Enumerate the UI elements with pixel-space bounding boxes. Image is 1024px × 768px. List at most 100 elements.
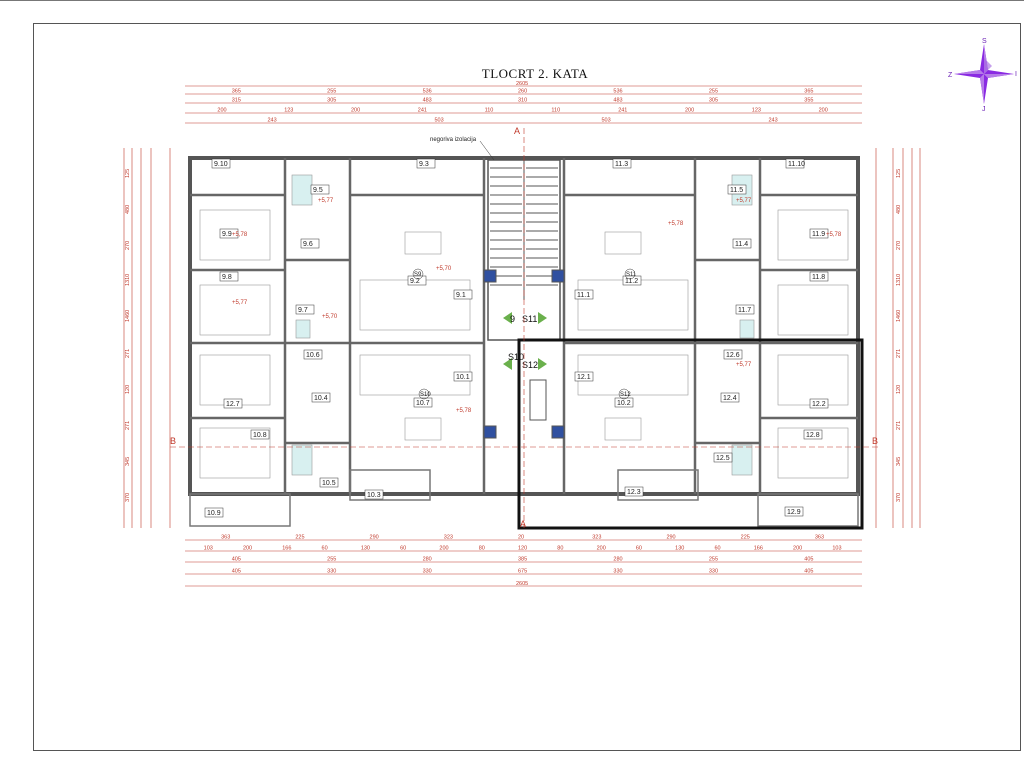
dimension-label: 1310 [896, 274, 902, 286]
dimension-label: 483 [423, 98, 432, 104]
dimension-label: 345 [125, 457, 131, 466]
dimension-label: 200 [819, 108, 828, 114]
room-tag: 12.1 [577, 374, 591, 381]
dimension-label: 80 [557, 546, 563, 552]
dimension-label: 675 [518, 569, 527, 575]
room-tag-box [727, 184, 747, 195]
dimension-label: 365 [804, 89, 813, 95]
dimension-label: 363 [815, 535, 824, 541]
dimension-label: 270 [125, 241, 131, 250]
room-tag-box [204, 507, 224, 518]
dimension-label: 200 [685, 108, 694, 114]
level-mark: +5,78 [456, 408, 472, 414]
dimension-label: 271 [125, 349, 131, 358]
room-tag-box [732, 238, 752, 249]
level-mark: +5,70 [436, 266, 452, 272]
room-tag-box [413, 397, 433, 408]
dimension-label: 310 [518, 98, 527, 104]
room-tag: 12.9 [787, 509, 801, 516]
dimension-label: 120 [518, 546, 527, 552]
dimension-label: 255 [709, 557, 718, 563]
room-tag-box [223, 398, 243, 409]
dimension-label: 483 [613, 98, 622, 104]
room-tag-box [310, 184, 330, 195]
dimension-label: 363 [221, 535, 230, 541]
room-tag: 12.6 [726, 352, 740, 359]
dimension-label: 200 [243, 546, 252, 552]
dimension-label: 536 [423, 89, 432, 95]
dimension-label: 330 [327, 569, 336, 575]
room-tag-box [319, 477, 339, 488]
room-tag-box [723, 349, 743, 360]
room-tag: 11.9 [812, 231, 825, 238]
room-tag: 9.10 [214, 161, 228, 168]
room-tag: 12.3 [627, 489, 641, 496]
room-tag: 10.3 [367, 492, 381, 499]
dimension-label: 405 [804, 557, 813, 563]
room-tag: 10.6 [306, 352, 320, 359]
level-mark: +5,78 [668, 221, 684, 227]
dimension-label: 103 [832, 546, 841, 552]
dimension-label: 290 [666, 535, 675, 541]
dimension-label: 1460 [896, 310, 902, 322]
room-tag-box [720, 392, 740, 403]
dimension-label: 80 [479, 546, 485, 552]
dimension-label: 1460 [125, 310, 131, 322]
dimension-label: 503 [602, 118, 611, 124]
room-tag: 11.8 [812, 274, 825, 281]
room-tag: 10.5 [322, 480, 336, 487]
dimension-label: 120 [896, 385, 902, 394]
stair-arrows [503, 312, 547, 370]
level-mark: +5,78 [826, 232, 842, 238]
dimension-label: 103 [204, 546, 213, 552]
room-tag-box [407, 275, 427, 286]
room-tag-box [416, 158, 436, 169]
dimension-label: 365 [232, 89, 241, 95]
room-tag-box [624, 486, 644, 497]
top-border-line [0, 0, 1024, 1]
level-mark: +5,77 [318, 198, 334, 204]
apartment-label: S10 [420, 392, 431, 398]
stair-label-s12: S12 [522, 360, 538, 370]
room-tag: 11.1 [577, 292, 590, 299]
dimension-label: 200 [597, 546, 606, 552]
dimension-label: 123 [752, 108, 761, 114]
dimension-label: 225 [295, 535, 304, 541]
dimension-label: 200 [793, 546, 802, 552]
room-tag: 10.7 [416, 400, 430, 407]
room-tag: 12.8 [806, 432, 820, 439]
section-lines [170, 128, 880, 528]
section-b-left: B [170, 436, 176, 446]
insulation-leader-line [479, 140, 495, 161]
dimension-label: 330 [423, 569, 432, 575]
apartment-marker [418, 388, 430, 400]
dimension-label: 130 [675, 546, 684, 552]
room-tag: 9.9 [222, 231, 232, 238]
dimension-label: 60 [714, 546, 720, 552]
dimension-label: 480 [125, 205, 131, 214]
room-tag: 11.3 [615, 161, 628, 168]
apartment-marker [618, 388, 630, 400]
room-tag: 10.2 [617, 400, 631, 407]
room-tag-box [219, 271, 239, 282]
room-tag-box [250, 429, 270, 440]
level-labels: +5,78+5,77+5,70+5,78+5,77+5,78+5,77+5,70… [232, 198, 842, 414]
room-tag-box [809, 228, 829, 239]
room-tag-box [803, 429, 823, 440]
dimension-label: 60 [322, 546, 328, 552]
room-tag: 12.5 [716, 455, 730, 462]
room-tag-box [809, 398, 829, 409]
compass-rose-icon: S I J Z [948, 38, 1017, 112]
room-tag-box [574, 371, 594, 382]
dimension-label: 120 [125, 385, 131, 394]
dimension-label: 255 [709, 89, 718, 95]
dimension-label: 20 [518, 535, 524, 541]
dimension-label: 405 [232, 557, 241, 563]
dimension-label: 270 [896, 241, 902, 250]
room-tag-box [453, 289, 473, 300]
dimension-label: 200 [217, 108, 226, 114]
room-tag: 10.4 [314, 395, 328, 402]
